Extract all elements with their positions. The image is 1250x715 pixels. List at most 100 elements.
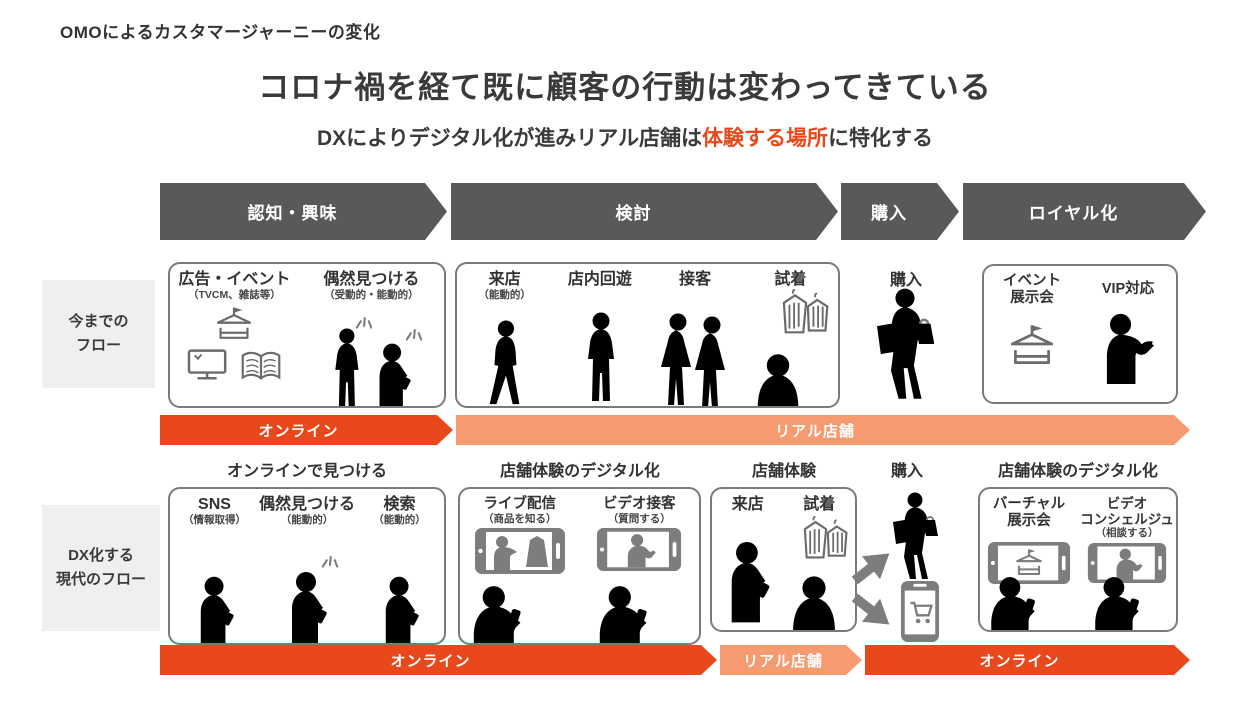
item-event-exhibition: イベント 展示会 xyxy=(984,266,1080,402)
item-title: 来店 xyxy=(488,271,521,288)
item-sub: （能動的） xyxy=(280,514,334,527)
open-magazine-icon xyxy=(240,350,282,383)
crouching-person-silhouette xyxy=(788,574,840,632)
smartphone-video-call-icon xyxy=(596,527,682,572)
item-title-line: 展示会 xyxy=(1010,289,1054,306)
viewer-rear-silhouette xyxy=(468,585,524,645)
item-sub: （TVCM、雑誌等） xyxy=(188,289,281,302)
woman-walking-silhouette xyxy=(483,320,527,408)
item-store-visit-dx: 来店 xyxy=(712,489,784,630)
item-customer-service: 接客 xyxy=(648,264,743,406)
item-fitting-dx: 試着 xyxy=(784,489,856,630)
viewer-rear-silhouette xyxy=(594,585,650,645)
item-title-line: ビデオ xyxy=(1106,496,1148,511)
item-sub: （情報取得） xyxy=(183,514,246,527)
box-consideration-traditional: 来店 （能動的） 店内回遊 接客 試着 xyxy=(455,262,840,408)
woman-with-shopping-bags-silhouette xyxy=(868,288,942,400)
item-title-line: コンシェルジュ xyxy=(1080,511,1174,527)
stage-arrow-consideration: 検討 xyxy=(451,183,838,240)
item-title: 広告・イベント xyxy=(178,271,291,288)
item-title-line: 展示会 xyxy=(1007,512,1051,529)
item-title: 試着 xyxy=(803,496,836,513)
box-store-experience: 来店 試着 xyxy=(710,487,857,632)
row-label-traditional-flow: 今までの フロー xyxy=(42,280,155,388)
woman-walking-with-phone-silhouette xyxy=(723,528,773,632)
item-title: 試着 xyxy=(774,271,807,288)
clothes-on-hangers-icon xyxy=(801,515,853,561)
box-digital-store-experience: ライブ配信 （商品を知る） ビデオ接客 （質問する） xyxy=(458,487,701,645)
item-store-browsing: 店内回遊 xyxy=(552,264,647,406)
item-sub: （相談する） xyxy=(1095,527,1159,540)
item-title: 来店 xyxy=(731,496,764,513)
row-label-line: DX化する xyxy=(68,547,134,564)
subtitle-highlight: 体験する場所 xyxy=(702,127,829,150)
woman-gesturing-silhouette xyxy=(1097,312,1159,384)
section-label-find-online: オンラインで見つける xyxy=(226,463,388,480)
crouching-person-silhouette xyxy=(753,352,803,408)
row-label-line: フロー xyxy=(75,337,121,354)
item-ad-event: 広告・イベント （TVCM、雑誌等） xyxy=(170,264,299,406)
page-title: コロナ禍を経て既に顧客の行動は変わってきている xyxy=(258,70,992,105)
subtitle-post: に特化する xyxy=(828,127,934,150)
item-video-concierge: ビデオ コンシェルジュ （相談する） xyxy=(1078,489,1176,630)
item-sub: （能動的） xyxy=(373,514,426,527)
clothes-on-hangers-icon xyxy=(780,288,834,336)
item-chance-find: 偶然見つける （受動的・能動的） xyxy=(299,264,444,406)
item-title: SNS xyxy=(198,496,231,513)
viewer-rear-silhouette xyxy=(986,576,1038,632)
item-title-line: イベント xyxy=(1003,273,1061,289)
page-subtitle: DXによりデジタル化が進みリアル店舗は体験する場所に特化する xyxy=(0,122,1250,152)
item-sub: （受動的・能動的） xyxy=(324,289,419,302)
section-label-purchase: 購入 xyxy=(890,463,924,480)
row-label-line: 今までの xyxy=(68,313,129,330)
box-loyalty-traditional: イベント 展示会 VIP対応 xyxy=(982,264,1178,404)
item-sub: （質問する） xyxy=(607,512,671,525)
stage-arrow-purchase: 購入 xyxy=(841,183,959,240)
stage-arrow-awareness: 認知・興味 xyxy=(160,183,447,240)
item-virtual-exhibition: バーチャル 展示会 xyxy=(980,489,1078,630)
item-sub: （能動的） xyxy=(478,289,531,302)
purchase-label-traditional: 購入 xyxy=(889,272,923,289)
item-title-line: バーチャル xyxy=(992,496,1066,512)
item-vip: VIP対応 xyxy=(1080,266,1176,402)
box-awareness-traditional: 広告・イベント （TVCM、雑誌等） 偶然見つける （受動的・能動的） xyxy=(168,262,446,408)
smartphone-live-stream-icon xyxy=(474,527,566,575)
channel-arrow-real-store: リアル店舗 xyxy=(720,645,862,675)
notice-spark-icon xyxy=(354,314,374,330)
channel-arrow-online: オンライン xyxy=(160,645,717,675)
item-store-visit: 来店 （能動的） xyxy=(457,264,552,406)
item-title: 検索 xyxy=(383,496,416,513)
notice-spark-icon xyxy=(404,326,424,342)
item-title: VIP対応 xyxy=(1101,281,1155,297)
item-title: ライブ配信 xyxy=(483,496,557,512)
item-title: 店内回遊 xyxy=(567,271,632,288)
item-title: 偶然見つける xyxy=(323,271,420,288)
woman-with-shopping-bags-silhouette xyxy=(886,492,944,580)
section-label-store-experience: 店舗体験 xyxy=(751,463,817,480)
item-title: ビデオ接客 xyxy=(603,496,676,512)
channel-arrow-real-store: リアル店舗 xyxy=(456,415,1190,445)
tv-icon xyxy=(186,344,232,384)
woman-with-phone-silhouette xyxy=(372,340,414,408)
person-with-phone-silhouette xyxy=(193,573,237,645)
woman-standing-silhouette xyxy=(580,308,620,408)
saleswoman-gesturing-silhouette xyxy=(690,316,734,408)
subtitle-pre: DXによりデジタル化が進みリアル店舗は xyxy=(316,127,703,150)
woman-standing-silhouette xyxy=(328,328,364,408)
slide-kicker: OMOによるカスタマージャーニーの変化 xyxy=(60,23,381,42)
item-fitting: 試着 xyxy=(743,264,838,406)
section-label-digital-store-2: 店舗体験のデジタル化 xyxy=(998,463,1158,480)
row-label-dx-flow: DX化する 現代のフロー xyxy=(42,505,160,631)
event-booth-icon xyxy=(1004,322,1060,368)
item-sub: （商品を知る） xyxy=(483,512,557,525)
event-booth-icon xyxy=(211,305,257,342)
person-holding-phone-up-silhouette xyxy=(284,567,330,645)
channel-arrow-online: オンライン xyxy=(160,415,453,445)
section-label-digital-store-1: 店舗体験のデジタル化 xyxy=(500,463,660,480)
item-chance-find-dx: 偶然見つける （能動的） xyxy=(259,489,355,643)
channel-arrow-online: オンライン xyxy=(865,645,1190,675)
box-digital-loyalty: バーチャル 展示会 ビデオ コンシェルジュ （相談する） xyxy=(978,487,1178,632)
box-online-find: SNS （情報取得） 偶然見つける （能動的） 検索 （能動的） xyxy=(168,487,446,645)
row-label-line: 現代のフロー xyxy=(55,571,146,588)
